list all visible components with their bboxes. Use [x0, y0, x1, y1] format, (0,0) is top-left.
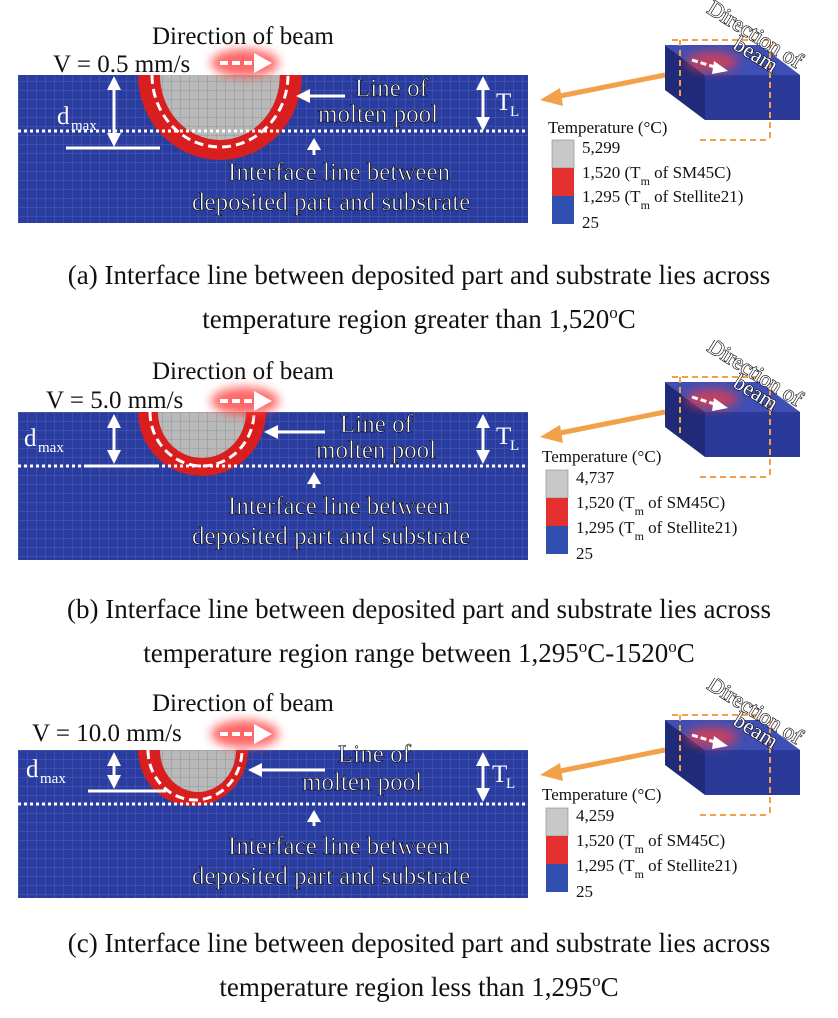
- workpiece-block: [665, 376, 800, 478]
- panel-c: Direction of beam V = 10.0 mm/s d max T …: [0, 678, 838, 1018]
- svg-text:Line of: Line of: [340, 411, 414, 438]
- speed-label: V = 0.5 mm/s: [53, 51, 190, 78]
- molten-pool-line: [148, 411, 256, 468]
- molten-pointer-arrow: [296, 89, 310, 103]
- substrate-mesh: [18, 750, 528, 898]
- svg-text:d: d: [57, 103, 70, 130]
- svg-text:Line of: Line of: [338, 741, 412, 768]
- direction-label: Direction of beam: [152, 358, 334, 385]
- svg-text:4,259: 4,259: [576, 806, 614, 825]
- speed-label: V = 10.0 mm/s: [32, 720, 182, 747]
- dmax-label: d max: [24, 425, 64, 456]
- temperature-legend: Temperature (°C) 4,259 1,520 (Tm of SM45…: [542, 785, 737, 901]
- workpiece-block: [665, 714, 800, 816]
- speed-label: V = 5.0 mm/s: [46, 387, 183, 414]
- svg-text:T: T: [496, 423, 511, 450]
- svg-text:1,295 (Tm of Stellite21): 1,295 (Tm of Stellite21): [576, 856, 737, 881]
- svg-text:Interface line between: Interface line between: [228, 493, 451, 520]
- molten-pool-line: [150, 74, 290, 149]
- dmax-label: d max: [57, 103, 97, 134]
- interface-label: Interface line between deposited part an…: [192, 833, 471, 891]
- workpiece-block: [665, 39, 800, 141]
- svg-text:deposited part and substrate: deposited part and substrate: [192, 863, 470, 890]
- tl-label: T L: [492, 761, 515, 792]
- svg-text:L: L: [510, 438, 519, 454]
- svg-text:T: T: [492, 761, 507, 788]
- svg-text:molten pool: molten pool: [316, 437, 436, 464]
- svg-text:1,295 (Tm of Stellite21): 1,295 (Tm of Stellite21): [576, 518, 737, 543]
- molten-label: Line of molten pool: [316, 411, 437, 465]
- molten-pool-line: [146, 749, 244, 802]
- panel-b: Direction of beam V = 5.0 mm/s d max T L…: [0, 340, 838, 680]
- svg-text:Interface line between: Interface line between: [228, 833, 451, 860]
- tl-label: T L: [496, 89, 519, 120]
- interface-pointer-arrow: [307, 810, 321, 822]
- svg-text:Temperature (°C): Temperature (°C): [542, 447, 661, 466]
- caption-b: (b) Interface line between deposited par…: [67, 594, 771, 668]
- svg-text:Interface line between: Interface line between: [228, 159, 451, 186]
- svg-text:max: max: [40, 771, 66, 787]
- svg-text:25: 25: [576, 544, 593, 563]
- interface-label: Interface line between deposited part an…: [192, 493, 471, 551]
- molten-pointer-arrow: [248, 763, 262, 777]
- panel-a: Direction of beam V = 0.5 mm/s d max T L…: [0, 0, 838, 340]
- svg-text:d: d: [26, 756, 39, 783]
- svg-text:1,520 (Tm of SM45C): 1,520 (Tm of SM45C): [576, 493, 725, 518]
- svg-text:25: 25: [582, 213, 599, 232]
- svg-text:1,520 (Tm of SM45C): 1,520 (Tm of SM45C): [576, 831, 725, 856]
- caption-a: (a) Interface line between deposited par…: [67, 260, 771, 334]
- block-link-arrow: [540, 88, 563, 106]
- block-link-arrow: [540, 425, 563, 443]
- svg-text:L: L: [510, 104, 519, 120]
- svg-text:d: d: [24, 425, 37, 452]
- beam-direction-arrow: [254, 391, 272, 411]
- temperature-legend: Temperature (°C) 4,737 1,520 (Tm of SM45…: [542, 447, 737, 563]
- svg-text:1,295 (Tm of Stellite21): 1,295 (Tm of Stellite21): [582, 187, 743, 212]
- molten-pool-core: [158, 412, 246, 458]
- svg-text:deposited part and substrate: deposited part and substrate: [192, 189, 470, 216]
- beam-direction-arrow: [254, 53, 272, 73]
- molten-pointer-arrow: [264, 425, 278, 439]
- svg-text:T: T: [496, 89, 511, 116]
- svg-text:5,299: 5,299: [582, 138, 620, 157]
- molten-pool-core: [160, 75, 280, 140]
- interface-pointer-arrow: [307, 472, 321, 484]
- dmax-label: d max: [26, 756, 66, 787]
- substrate-mesh: [18, 412, 528, 560]
- svg-text:Line of: Line of: [355, 75, 429, 102]
- caption-c: (c) Interface line between deposited par…: [67, 928, 771, 1002]
- molten-label: Line of molten pool: [302, 741, 423, 797]
- direction-label: Direction of beam: [152, 23, 334, 50]
- svg-text:deposited part and substrate: deposited part and substrate: [192, 523, 470, 550]
- interface-label: Interface line between deposited part an…: [192, 159, 471, 217]
- svg-text:molten pool: molten pool: [318, 101, 438, 128]
- svg-text:L: L: [506, 776, 515, 792]
- direction-label: Direction of beam: [152, 690, 334, 717]
- svg-text:25: 25: [576, 882, 593, 901]
- temperature-legend: Temperature (°C) 5,299 1,520 (Tm of SM45…: [548, 118, 743, 232]
- molten-pool-core: [160, 750, 236, 792]
- svg-text:max: max: [71, 118, 97, 134]
- molten-label: Line of molten pool: [318, 75, 439, 129]
- svg-text:max: max: [38, 440, 64, 456]
- block-link-arrow: [540, 763, 563, 781]
- svg-text:Temperature (°C): Temperature (°C): [542, 785, 661, 804]
- svg-text:molten pool: molten pool: [302, 769, 422, 796]
- svg-text:4,737: 4,737: [576, 468, 615, 487]
- svg-text:Temperature (°C): Temperature (°C): [548, 118, 667, 137]
- tl-label: T L: [496, 423, 519, 454]
- interface-pointer-arrow: [307, 138, 321, 150]
- beam-direction-arrow: [254, 724, 272, 744]
- svg-text:1,520 (Tm of SM45C): 1,520 (Tm of SM45C): [582, 163, 731, 188]
